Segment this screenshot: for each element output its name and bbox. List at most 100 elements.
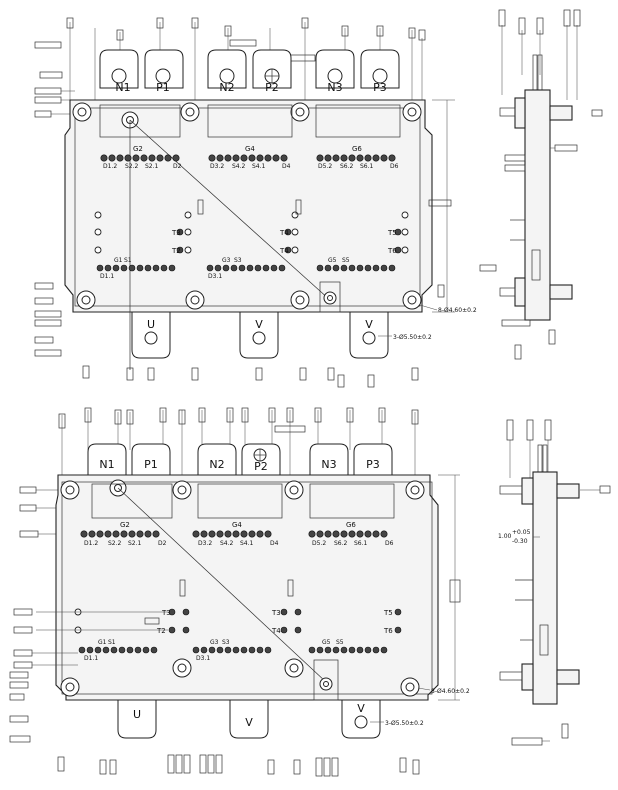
lower-label: D3.1 xyxy=(208,273,222,280)
pin-group-label: G6 xyxy=(352,145,362,153)
top-bottom-tabs: U V V xyxy=(131,281,389,359)
top-pin-row-lower: G1 S1 D1.1 G3 S3 D3.1 G5 S5 xyxy=(96,257,396,280)
side-label: T6 xyxy=(387,247,397,255)
pin-label: D2 xyxy=(173,163,182,170)
bottom-tab-label: V xyxy=(245,716,253,729)
tab-label: P3 xyxy=(366,458,380,471)
pin-label: S6.1 xyxy=(360,163,374,170)
tab-label: P1 xyxy=(144,458,158,471)
side-label: T3 xyxy=(171,229,181,237)
pin-label: S2.2 xyxy=(108,540,122,547)
bottom-module-body xyxy=(55,474,439,701)
lower-label: G5 xyxy=(328,257,337,264)
bottom-pin-row-upper: G2 G4 G6 D1.2 S2.2 S2.1 D2 D3.2 S4.2 S4.… xyxy=(80,521,394,547)
pin-group-label: G2 xyxy=(133,145,143,153)
lower-label: G3 xyxy=(222,257,231,264)
pin-group-label: G4 xyxy=(245,145,255,153)
pin-label: D3.2 xyxy=(210,163,224,170)
tab-label: N2 xyxy=(219,81,234,94)
lower-label: S3 xyxy=(234,257,242,264)
top-module-body xyxy=(64,99,433,370)
top-dimension-ticks xyxy=(34,17,426,120)
bottom-tab-label: V xyxy=(365,318,373,331)
pin-label: D4 xyxy=(270,540,279,547)
pin-label: S4.2 xyxy=(220,540,234,547)
bottom-callouts: 8-Ø4.60±0.2 3-Ø5.50±0.2 xyxy=(370,474,470,727)
top-pin-row-upper: G2 G4 G6 D1.2 S2.2 S2.1 D2 D3.2 S4.2 S4.… xyxy=(100,145,399,170)
bottom-bottom-tabs: U V V xyxy=(117,659,381,739)
pin-label: S2.1 xyxy=(128,540,142,547)
pin-label: D3.2 xyxy=(198,540,212,547)
pin-label: D4 xyxy=(282,163,291,170)
pin-label: D2 xyxy=(158,540,167,547)
top-callouts: 8-Ø4.60±0.2 3-Ø5.50±0.2 xyxy=(378,99,477,341)
lower-label: D3.1 xyxy=(196,655,210,662)
pin-label: S4.2 xyxy=(232,163,246,170)
lower-label: G3 xyxy=(210,639,219,646)
mount-callout: 3-Ø5.50±0.2 xyxy=(385,720,424,727)
lower-label: D1.1 xyxy=(84,655,98,662)
hole-callout: 8-Ø4.60±0.2 xyxy=(431,688,470,695)
tab-label: N3 xyxy=(327,81,342,94)
tolerance-plus: +0.05 xyxy=(512,529,531,536)
pin-label: S4.1 xyxy=(252,163,266,170)
pin-label: D1.2 xyxy=(84,540,98,547)
pin-label: S4.1 xyxy=(240,540,254,547)
top-side-view xyxy=(479,9,603,360)
lower-label: G5 xyxy=(322,639,331,646)
side-label: T5 xyxy=(387,229,397,237)
pin-label: S6.2 xyxy=(340,163,354,170)
pin-label: D6 xyxy=(390,163,399,170)
bottom-tab-label: V xyxy=(255,318,263,331)
bottom-tab-label: U xyxy=(147,318,155,331)
top-side-pins: T3 T2 T4 T4 T5 T6 xyxy=(94,199,409,255)
tab-label: P1 xyxy=(156,81,170,94)
pin-label: S2.1 xyxy=(145,163,159,170)
tolerance-minus: -0.30 xyxy=(512,538,528,545)
side-label: T5 xyxy=(383,609,393,617)
tab-label: N1 xyxy=(115,81,130,94)
mount-callout: 3-Ø5.50±0.2 xyxy=(393,334,432,341)
pin-group-label: G2 xyxy=(120,521,130,529)
side-label: T3 xyxy=(271,609,281,617)
tab-label: P3 xyxy=(373,81,387,94)
lower-label: D1.1 xyxy=(100,273,114,280)
pin-label: D6 xyxy=(385,540,394,547)
pin-label: D5.2 xyxy=(318,163,332,170)
lower-label: G1 xyxy=(98,639,107,646)
side-label: T4 xyxy=(279,229,289,237)
hole-callout: 8-Ø4.60±0.2 xyxy=(438,307,477,314)
pin-label: D1.2 xyxy=(103,163,117,170)
bottom-bottom-dims xyxy=(9,671,420,777)
bottom-tab-label: U xyxy=(133,708,141,721)
bottom-pin-row-lower: G1 S1 D1.1 G3 S3 D3.1 G5 S5 xyxy=(13,639,388,669)
bottom-tab-label: V xyxy=(357,702,365,715)
lower-label: G1 xyxy=(114,257,123,264)
bottom-side-view: 1.00 +0.05 -0.30 xyxy=(498,419,611,746)
bottom-side-pins: T3 T2 T3 T4 T5 T6 xyxy=(13,608,402,635)
side-label: T2 xyxy=(156,627,166,635)
pin-label: S6.1 xyxy=(354,540,368,547)
pin-label: S6.2 xyxy=(334,540,348,547)
tolerance-value: 1.00 xyxy=(498,533,512,540)
pin-label: D5.2 xyxy=(312,540,326,547)
side-label: T4 xyxy=(271,627,281,635)
top-terminal-tabs: N1 P1 N2 P2 N3 P3 xyxy=(99,49,400,94)
lower-label: S1 xyxy=(124,257,132,264)
bottom-front-view: N1 P1 N2 P2 N3 P3 xyxy=(9,407,470,777)
pin-group-label: G6 xyxy=(346,521,356,529)
bottom-terminal-tabs: N1 P1 N2 P2 N3 P3 xyxy=(87,443,393,483)
tab-label: P2 xyxy=(265,81,279,94)
tab-label: N3 xyxy=(321,458,336,471)
side-label: T4 xyxy=(279,247,289,255)
lower-label: S5 xyxy=(336,639,344,646)
top-bottom-dims xyxy=(34,282,445,388)
top-front-view: N1 P1 N2 P2 N3 P3 xyxy=(34,17,477,388)
tab-label: P2 xyxy=(254,460,268,473)
side-label: T3 xyxy=(161,609,171,617)
side-label: T2 xyxy=(171,247,181,255)
lower-label: S3 xyxy=(222,639,230,646)
lower-label: S1 xyxy=(108,639,116,646)
